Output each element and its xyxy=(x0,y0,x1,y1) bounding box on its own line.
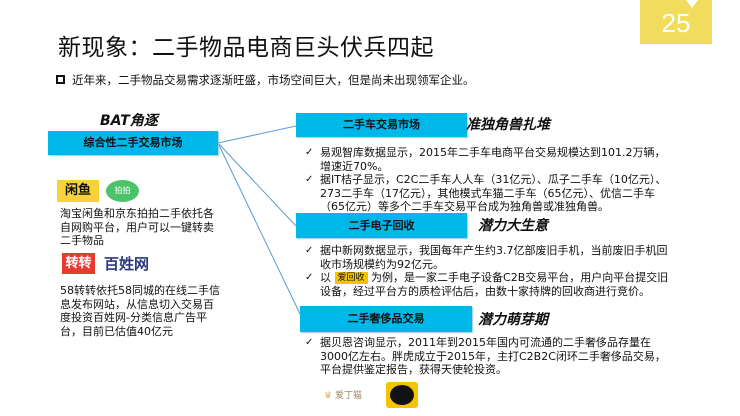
bullet-item: 据IT桔子显示，C2C二手车人人车（31亿元）、瓜子二手车（10亿元）、273二… xyxy=(302,173,672,214)
crown-icon: ♛ xyxy=(324,391,333,401)
panghu-logo xyxy=(386,382,418,408)
used-car-bullets: 易观智库数据显示，2015年二手车电商平台交易规模达到101.2万辆，增速近70… xyxy=(302,146,672,214)
bullet-prefix: 以 xyxy=(320,271,331,284)
square-bullet-icon xyxy=(56,75,65,84)
page-number-badge: 25 xyxy=(640,0,712,44)
electronics-bullets: 据中新网数据显示，我国每年产生约3.7亿部废旧手机，当前废旧手机回收市场规模约为… xyxy=(302,244,672,298)
paipai-logo: 拍拍 xyxy=(106,180,139,202)
page-title: 新现象：二手物品电商巨头伏兵四起 xyxy=(58,35,434,61)
bullet-suffix: 为例，是一家二手电子设备C2B交易平台，用户向平台提交旧设备，经过平台方的质检评… xyxy=(320,271,669,298)
bullet-item: 以 爱回收 为例，是一家二手电子设备C2B交易平台，用户向平台提交旧设备，经过平… xyxy=(302,271,672,298)
aihuishou-logo: 爱回收 xyxy=(334,272,368,284)
aidingmao-logo: ♛ 爱丁猫 xyxy=(324,388,362,401)
badge-notch xyxy=(686,0,698,8)
electronics-box: 二手电子回收 xyxy=(296,213,467,238)
bat-heading: BAT角逐 xyxy=(100,113,158,129)
intro-text: 近年来，二手物品交易需求逐渐旺盛，市场空间巨大，但是尚未出现领军企业。 xyxy=(72,73,475,87)
general-market-box: 综合性二手交易市场 xyxy=(48,131,218,155)
electronics-tag: 潜力大生意 xyxy=(478,218,548,234)
zhuanzhuan-logo: 转转 xyxy=(62,253,95,274)
left-text-1: 淘宝闲鱼和京东拍拍二手依托各自网购平台，用户可以一键转卖二手物品 xyxy=(60,207,214,247)
luxury-bullets: 据贝恩咨询显示，2011年到2015年国内可流通的二手奢侈品存量在3000亿左右… xyxy=(302,336,672,377)
used-car-tag: 准独角兽扎堆 xyxy=(466,117,550,133)
aidingmao-logo-text: 爱丁猫 xyxy=(334,391,362,401)
used-car-box: 二手车交易市场 xyxy=(296,113,467,137)
left-text-2: 58转转依托58同城的在线二手信息发布网站，从信息切入交易百度投资百姓网-分类信… xyxy=(60,284,220,338)
bullet-item: 据贝恩咨询显示，2011年到2015年国内可流通的二手奢侈品存量在3000亿左右… xyxy=(302,336,672,377)
luxury-box: 二手奢侈品交易 xyxy=(300,306,472,332)
bullet-item: 据中新网数据显示，我国每年产生约3.7亿部废旧手机，当前废旧手机回收市场规模约为… xyxy=(302,244,672,271)
luxury-tag: 潜力萌芽期 xyxy=(478,312,548,328)
bullet-item: 易观智库数据显示，2015年二手车电商平台交易规模达到101.2万辆，增速近70… xyxy=(302,146,672,173)
xianyu-logo: 闲鱼 xyxy=(57,180,99,202)
baixing-logo: 百姓网 xyxy=(104,255,150,273)
